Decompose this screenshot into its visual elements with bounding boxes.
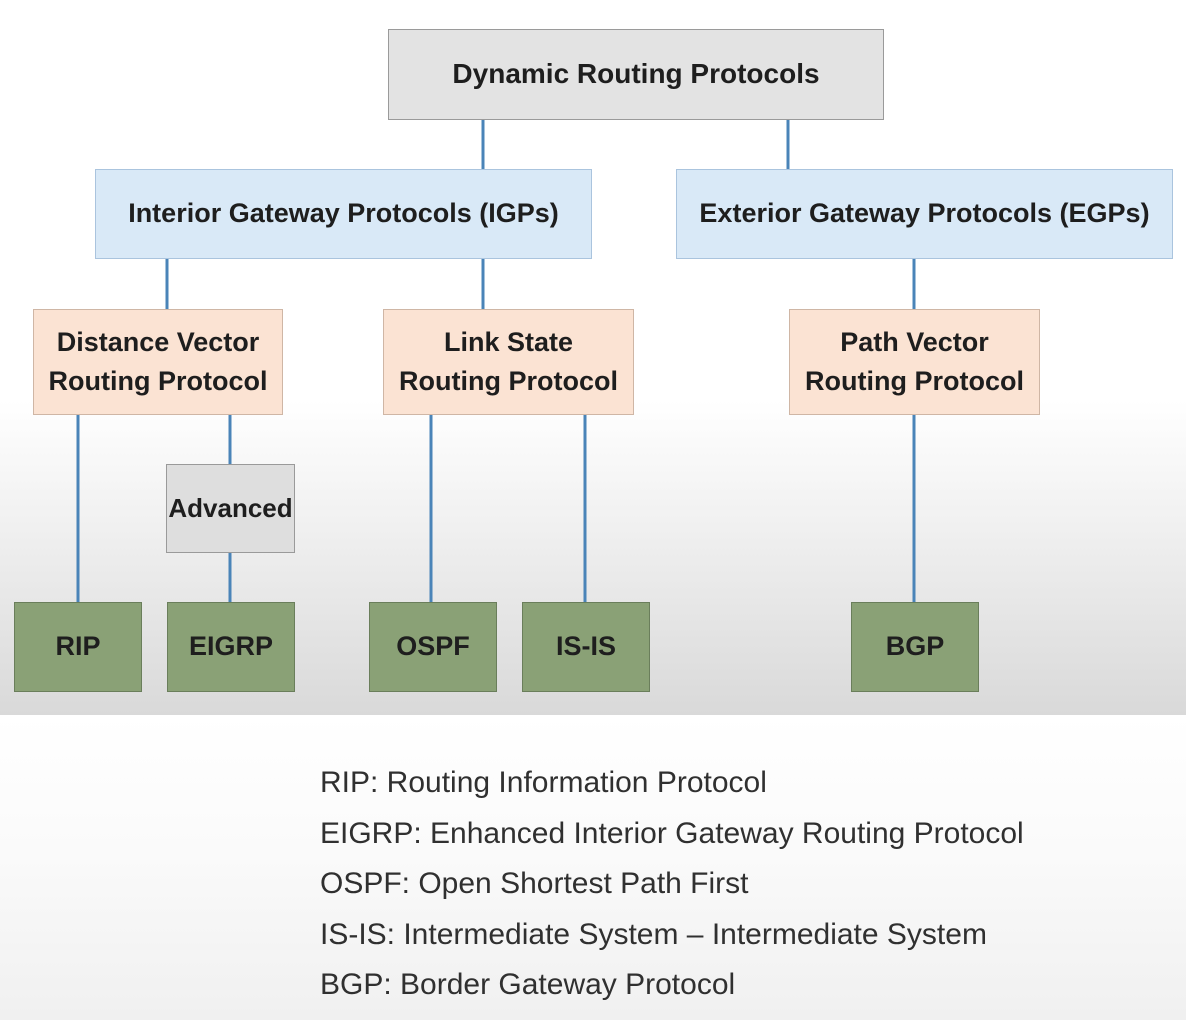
igp-node: Interior Gateway Protocols (IGPs) xyxy=(95,169,592,259)
abbreviation-legend: RIP: Routing Information Protocol EIGRP:… xyxy=(320,758,1024,1011)
legend-item-ospf: OSPF: Open Shortest Path First xyxy=(320,867,749,900)
distance-vector-label-line1: Distance Vector xyxy=(56,326,260,357)
ospf-node: OSPF xyxy=(369,602,497,692)
igp-node-label: Interior Gateway Protocols (IGPs) xyxy=(128,198,559,229)
root-node-label: Dynamic Routing Protocols xyxy=(452,58,820,90)
eigrp-node: EIGRP xyxy=(167,602,295,692)
legend-item-isis: IS-IS: Intermediate System – Intermediat… xyxy=(320,917,987,951)
distance-vector-node: Distance Vector Routing Protocol xyxy=(33,309,283,415)
link-state-node: Link State Routing Protocol xyxy=(383,309,634,415)
isis-node-label: IS-IS xyxy=(555,631,616,662)
path-vector-node: Path Vector Routing Protocol xyxy=(789,309,1040,415)
bgp-node: BGP xyxy=(851,602,979,692)
legend-item-rip: RIP: Routing Information Protocol xyxy=(320,766,767,799)
path-vector-label-line1: Path Vector xyxy=(840,326,989,357)
path-vector-label-line2: Routing Protocol xyxy=(805,366,1024,396)
legend-item-bgp: BGP: Border Gateway Protocol xyxy=(320,968,736,1001)
bgp-node-label: BGP xyxy=(885,631,945,662)
legend-item-eigrp: EIGRP: Enhanced Interior Gateway Routing… xyxy=(320,816,1024,850)
egp-node-label: Exterior Gateway Protocols (EGPs) xyxy=(699,198,1150,229)
advanced-node-label: Advanced xyxy=(168,492,293,523)
legend-area xyxy=(0,715,1186,1020)
rip-node-label: RIP xyxy=(55,631,101,662)
isis-node: IS-IS xyxy=(522,602,650,692)
egp-node: Exterior Gateway Protocols (EGPs) xyxy=(676,169,1173,259)
ospf-node-label: OSPF xyxy=(396,631,470,662)
link-state-label-line2: Routing Protocol xyxy=(399,366,618,396)
distance-vector-label-line2: Routing Protocol xyxy=(48,366,268,396)
link-state-label-line1: Link State xyxy=(443,326,574,357)
connector-lines xyxy=(76,120,916,604)
advanced-node: Advanced xyxy=(166,464,295,553)
rip-node: RIP xyxy=(14,602,142,692)
eigrp-node-label: EIGRP xyxy=(188,631,274,662)
root-node: Dynamic Routing Protocols xyxy=(388,29,884,120)
